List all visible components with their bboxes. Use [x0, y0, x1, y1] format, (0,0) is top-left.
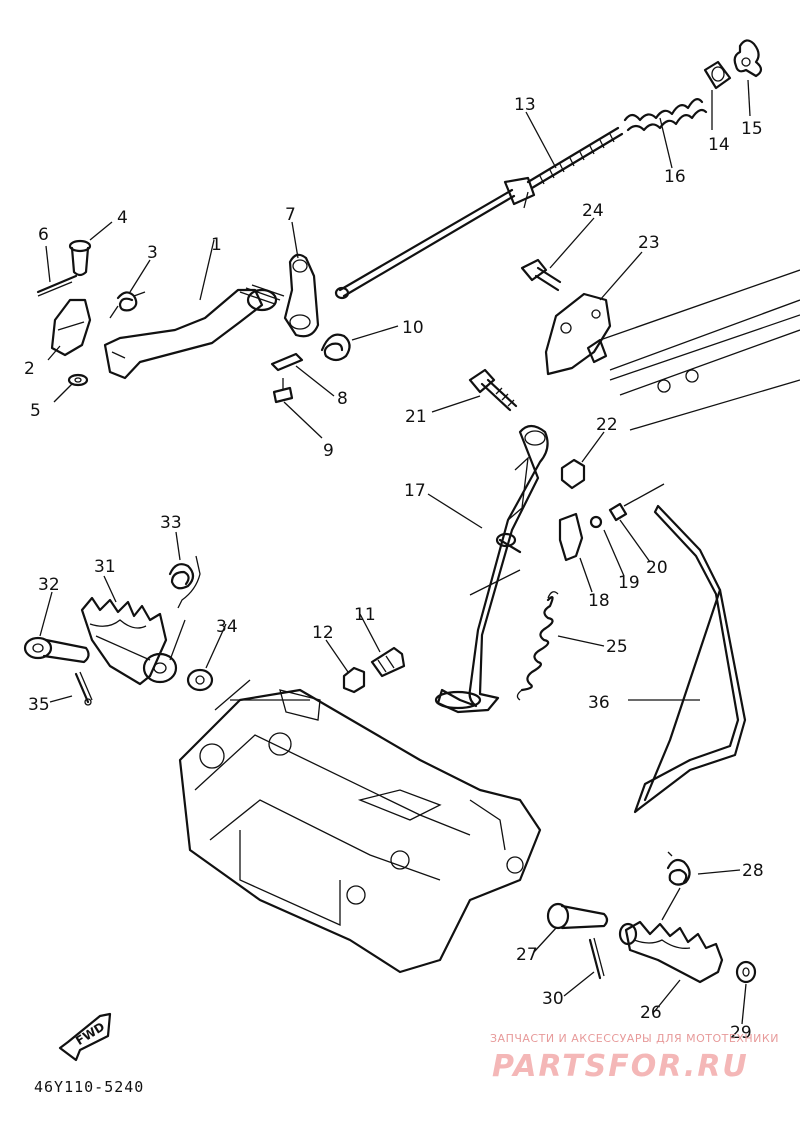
callout-29: 29 [730, 1023, 752, 1043]
callout-34: 34 [216, 617, 238, 637]
callout-20: 20 [646, 558, 668, 578]
callout-1: 1 [211, 235, 222, 255]
callout-6: 6 [38, 225, 49, 245]
callout-28: 28 [742, 861, 764, 881]
watermark-brand: PARTSFOR.RU [492, 1049, 749, 1084]
callout-25: 25 [606, 637, 628, 657]
callout-11: 11 [354, 605, 376, 625]
callout-22: 22 [596, 415, 618, 435]
callout-12: 12 [312, 623, 334, 643]
sidestand-assembly [434, 258, 665, 714]
callout-16: 16 [664, 167, 686, 187]
callout-19: 19 [618, 573, 640, 593]
callout-17: 17 [404, 481, 426, 501]
callout-26: 26 [640, 1003, 662, 1023]
brake-rod-assembly [334, 39, 763, 300]
callout-33: 33 [160, 513, 182, 533]
diagram-code: 46Y110-5240 [34, 1078, 144, 1096]
callout-23: 23 [638, 233, 660, 253]
watermark-tagline: ЗАПЧАСТИ И АКСЕССУАРЫ ДЛЯ МОТОТЕХНИКИ [490, 1032, 779, 1045]
callout-9: 9 [323, 441, 334, 461]
callout-4: 4 [117, 208, 128, 228]
frame-section [178, 269, 800, 974]
callout-3: 3 [147, 243, 158, 263]
callout-7: 7 [285, 205, 296, 225]
callout-18: 18 [588, 591, 610, 611]
callout-27: 27 [516, 945, 538, 965]
callout-31: 31 [94, 557, 116, 577]
callout-13: 13 [514, 95, 536, 115]
callout-24: 24 [582, 201, 604, 221]
right-footrest-assembly [546, 851, 757, 984]
brake-pedal-assembly [36, 239, 351, 404]
callout-15: 15 [741, 119, 763, 139]
callout-5: 5 [30, 401, 41, 421]
callout-30: 30 [542, 989, 564, 1009]
callout-labels: 1 2 3 4 5 6 7 8 9 10 11 12 13 14 15 16 1… [24, 95, 764, 1043]
fwd-arrow-icon: FWD [58, 1012, 112, 1062]
callout-32: 32 [38, 575, 60, 595]
callout-35: 35 [28, 695, 50, 715]
leader-lines [39, 79, 751, 1025]
callout-10: 10 [402, 318, 424, 338]
stand-bar [633, 504, 747, 814]
callout-21: 21 [405, 407, 427, 427]
callout-14: 14 [708, 135, 730, 155]
left-footrest-assembly [23, 555, 406, 706]
callout-2: 2 [24, 359, 35, 379]
callout-8: 8 [337, 389, 348, 409]
callout-36: 36 [588, 693, 610, 713]
